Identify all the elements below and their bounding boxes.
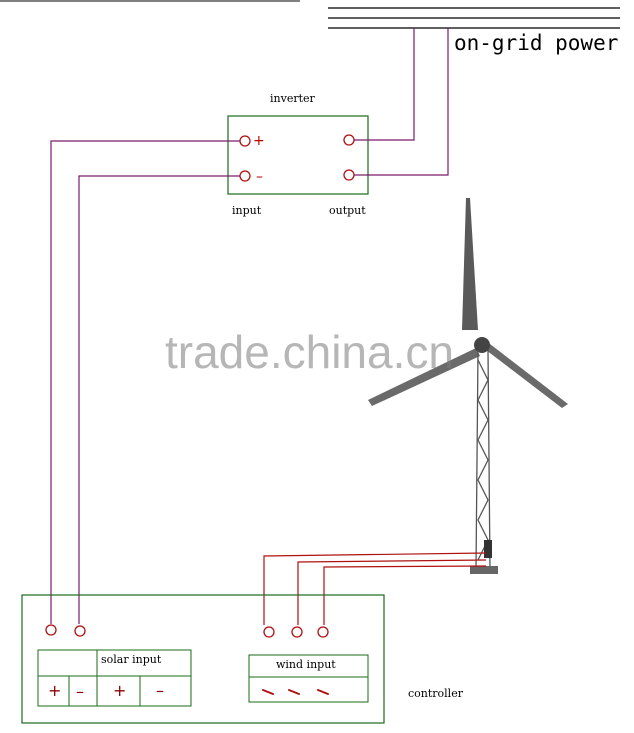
controller-wind-terminal-3 [317,626,329,638]
wind-phase-3 [317,689,329,695]
controller-box [21,594,385,724]
solar-plus-2: + [113,681,126,700]
inverter-minus-sign: – [256,169,263,185]
turbine-hub [474,337,490,353]
solar-plus-1: + [48,681,61,700]
output-to-grid-wires [354,28,449,176]
wind-turbine [368,198,568,574]
inverter-output-terminal-1 [343,134,355,146]
inverter-box [227,115,369,195]
inverter-label: inverter [270,92,316,105]
grid-power-lines [328,7,620,29]
watermark: trade.china.cn [165,326,454,378]
on-grid-power-label: on-grid power [454,31,618,55]
inverter-plus-sign: + [253,133,265,149]
turbine-tower [475,349,491,571]
turbine-base [470,566,498,574]
solar-input-table [37,649,192,707]
inverter-input-label: input [232,204,262,217]
solar-minus-1: – [76,682,84,701]
inverter-output-terminal-2 [343,169,355,181]
turbine-blade-left [368,348,480,406]
solar-to-inverter-wires [50,140,240,624]
solar-minus-2: – [156,681,164,700]
wind-to-controller-wires [263,552,487,625]
inverter-minus-terminal [239,170,251,182]
controller-solar-plus-terminal [45,624,57,636]
wind-input-table [248,654,369,703]
inverter-plus-terminal [239,135,251,147]
controller-label: controller [408,687,464,700]
wind-input-label: wind input [276,658,336,671]
controller-terminals [45,624,329,638]
controller-solar-minus-terminal [74,625,86,637]
solar-input-label: solar input [101,653,162,666]
wind-phase-1 [262,689,274,695]
inverter-output-label: output [329,204,366,217]
controller-wind-terminal-2 [291,626,303,638]
turbine-junction [484,540,492,558]
controller-wind-terminal-1 [263,626,275,638]
turbine-blade-top [462,198,478,330]
wind-phase-symbols [262,689,329,695]
turbine-blade-right [486,344,568,408]
wind-phase-2 [288,689,300,695]
